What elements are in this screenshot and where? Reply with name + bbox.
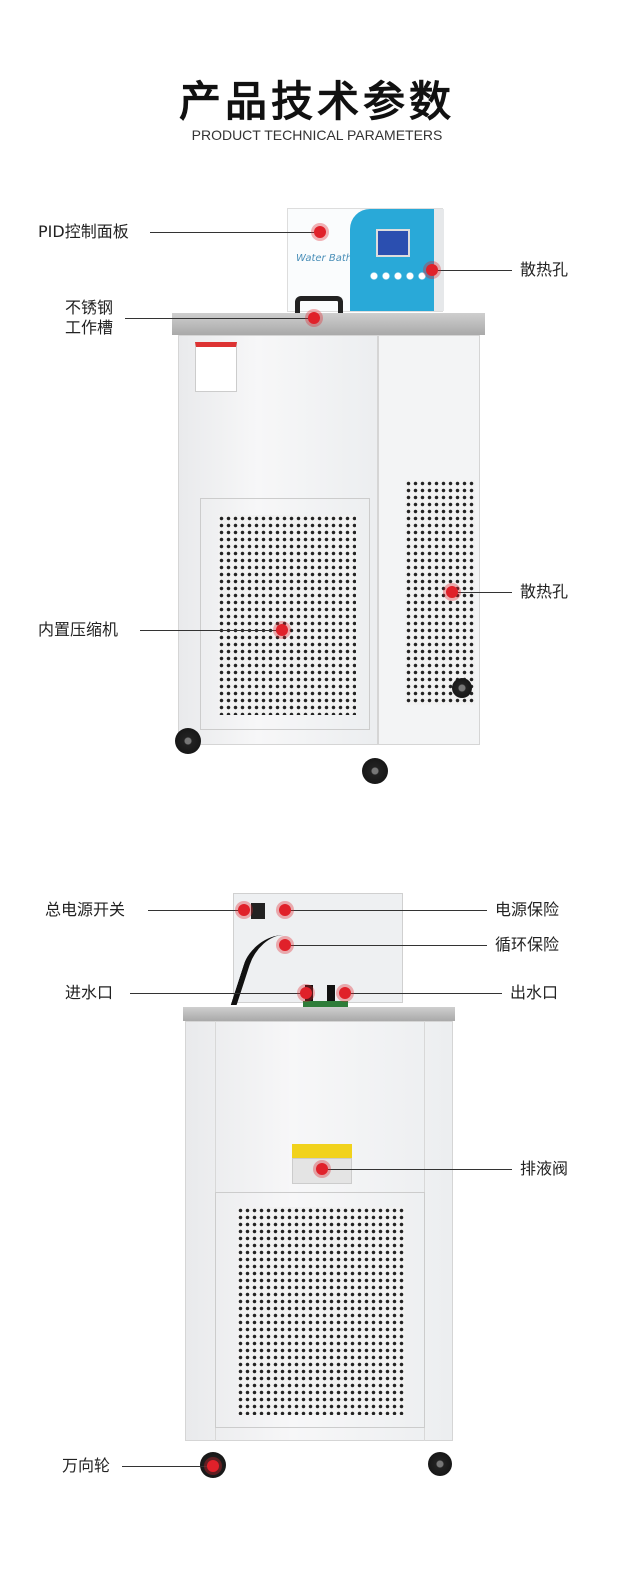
power-switch — [251, 903, 265, 919]
leader-line — [432, 270, 512, 271]
leader-line — [452, 592, 512, 593]
leader-line — [285, 910, 487, 911]
label-vent-top: 散热孔 — [520, 260, 569, 279]
leader-line — [122, 1466, 212, 1467]
rear-vent — [237, 1207, 405, 1415]
leader-line — [130, 993, 305, 994]
lcd-display — [376, 229, 410, 257]
marker-dot — [279, 904, 291, 916]
marker-dot — [316, 1163, 328, 1175]
marker-dot — [426, 264, 438, 276]
marker-dot — [300, 987, 312, 999]
label-pid-panel: PID控制面板 — [38, 222, 129, 241]
leader-line — [285, 945, 487, 946]
control-box: Water Bath — [287, 208, 444, 312]
marker-dot — [279, 939, 291, 951]
caster — [452, 678, 472, 698]
caster — [428, 1452, 452, 1476]
leader-line — [322, 1169, 512, 1170]
label-circ-fuse: 循环保险 — [495, 935, 560, 954]
marker-dot — [339, 987, 351, 999]
warning-sticker — [195, 342, 237, 392]
leader-line — [125, 318, 313, 319]
marker-dot — [308, 312, 320, 324]
label-power-fuse: 电源保险 — [495, 900, 560, 919]
marker-dot — [446, 586, 458, 598]
caster — [175, 728, 201, 754]
page-subtitle: PRODUCT TECHNICAL PARAMETERS — [191, 127, 443, 143]
front-vent — [218, 515, 356, 715]
stainless-top — [183, 1007, 455, 1021]
leader-line — [150, 232, 320, 233]
panel-brand: Water Bath — [296, 253, 353, 264]
marker-dot — [238, 904, 250, 916]
leader-line — [140, 630, 282, 631]
stainless-top — [172, 313, 485, 335]
caster — [362, 758, 388, 784]
leader-line — [345, 993, 502, 994]
label-vent-side: 散热孔 — [520, 582, 569, 601]
label-main-switch: 总电源开关 — [45, 900, 126, 919]
marker-dot — [276, 624, 288, 636]
leader-line — [148, 910, 243, 911]
label-caster: 万向轮 — [62, 1456, 111, 1475]
label-tank-line2: 工作槽 — [65, 318, 114, 337]
label-water-outlet: 出水口 — [510, 983, 559, 1002]
marker-dot — [207, 1460, 219, 1472]
drain-sticker — [292, 1144, 352, 1158]
marker-dot — [314, 226, 326, 238]
page-title: 产品技术参数 — [178, 77, 455, 126]
label-water-inlet: 进水口 — [65, 983, 114, 1002]
handle — [295, 296, 343, 326]
label-compressor: 内置压缩机 — [38, 620, 119, 639]
label-tank: 不锈钢工作槽 — [65, 298, 113, 338]
label-tank-line1: 不锈钢 — [65, 298, 114, 317]
label-drain-valve: 排液阀 — [520, 1159, 569, 1178]
